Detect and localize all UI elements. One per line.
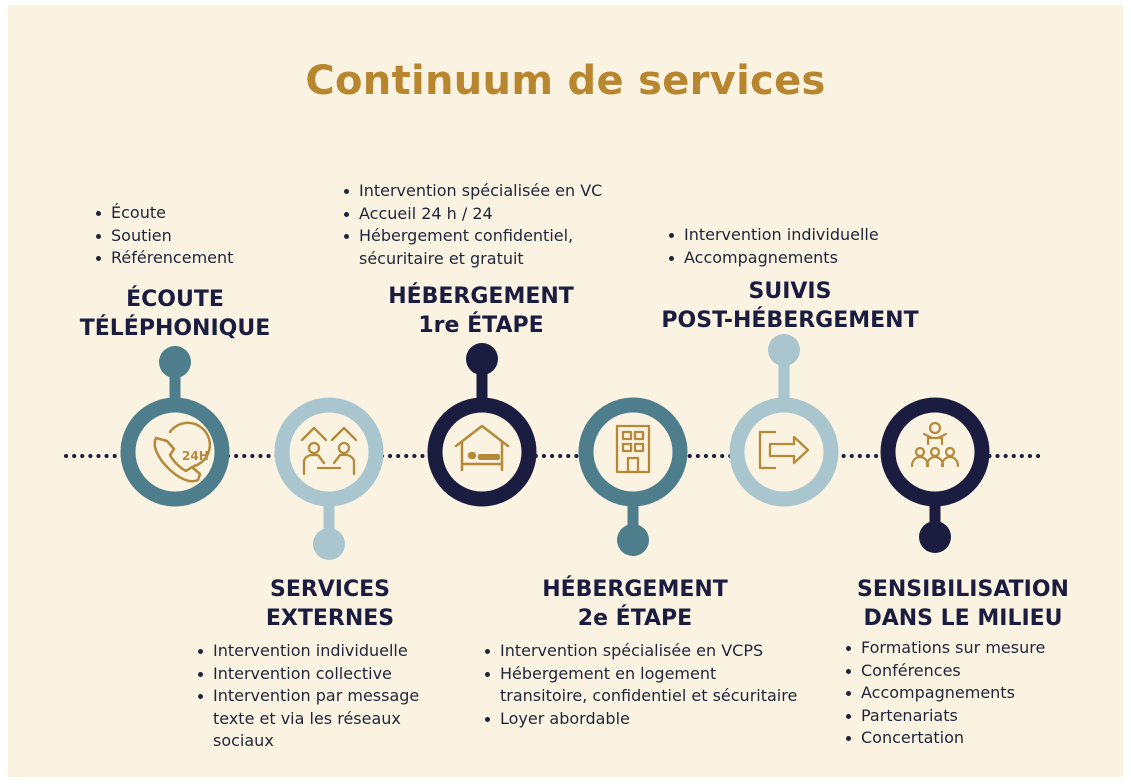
step-4-bullet: Loyer abordable bbox=[481, 708, 826, 731]
step-2-bullet: Intervention par message texte et via le… bbox=[194, 685, 464, 753]
step-4-bullet: Hébergement en logement transitoire, con… bbox=[481, 663, 800, 708]
step-6-bullet: Conférences bbox=[842, 660, 1112, 683]
step-6-title-line: DANS LE MILIEU bbox=[863, 606, 1063, 631]
step-3-bullet: Intervention spécialisée en VC bbox=[340, 180, 680, 203]
step-2-title: SERVICES EXTERNES bbox=[210, 575, 450, 633]
step-2-title-line: EXTERNES bbox=[265, 606, 395, 631]
apartment-building-icon bbox=[615, 424, 651, 474]
step-3-bullets: Intervention spécialisée en VC Accueil 2… bbox=[340, 180, 680, 270]
step-3-title-line: 1re ÉTAPE bbox=[418, 313, 544, 338]
audience-presentation-icon bbox=[910, 421, 960, 468]
background-panel bbox=[8, 5, 1123, 777]
exit-arrow-icon bbox=[758, 430, 810, 470]
step-6-bullets: Formations sur mesure Conférences Accomp… bbox=[842, 637, 1112, 750]
step-4-pin bbox=[578, 397, 688, 556]
step-4-title-line: HÉBERGEMENT bbox=[542, 577, 728, 602]
step-4-bullet: Intervention spécialisée en VCPS bbox=[481, 640, 826, 663]
step-6-bullet: Concertation bbox=[842, 727, 1112, 750]
step-6-title: SENSIBILISATION DANS LE MILIEU bbox=[823, 575, 1103, 633]
step-2-bullet: Intervention individuelle bbox=[194, 640, 464, 663]
step-3-title-line: HÉBERGEMENT bbox=[388, 284, 574, 309]
step-5-bullet: Intervention individuelle bbox=[665, 224, 955, 247]
step-2-bullet: Intervention collective bbox=[194, 663, 464, 686]
step-6-title-line: SENSIBILISATION bbox=[857, 577, 1069, 602]
step-5-pin bbox=[729, 334, 839, 507]
step-6-bullet: Accompagnements bbox=[842, 682, 1112, 705]
step-1-bullet: Écoute bbox=[92, 202, 233, 225]
phone-24h-icon: 24H bbox=[153, 421, 212, 483]
house-bed-icon bbox=[454, 424, 510, 472]
svg-text:24H: 24H bbox=[182, 449, 209, 463]
step-2-pin bbox=[274, 397, 384, 560]
step-2-bullets: Intervention individuelle Intervention c… bbox=[194, 640, 464, 753]
step-3-title: HÉBERGEMENT 1re ÉTAPE bbox=[356, 282, 606, 340]
support-people-icon bbox=[300, 426, 358, 476]
step-5-bullets: Intervention individuelle Accompagnement… bbox=[665, 224, 955, 269]
step-3-pin bbox=[427, 343, 537, 507]
step-1-bullet: Soutien bbox=[92, 225, 233, 248]
step-5-title: SUIVIS POST-HÉBERGEMENT bbox=[640, 277, 940, 335]
step-1-title-line: ÉCOUTE bbox=[126, 287, 224, 312]
step-5-title-line: POST-HÉBERGEMENT bbox=[661, 308, 919, 333]
page-title: Continuum de services bbox=[305, 58, 826, 104]
step-1-bullet: Référencement bbox=[92, 247, 233, 270]
step-3-bullet: Hébergement confidentiel, sécuritaire et… bbox=[340, 225, 629, 270]
step-1-title: ÉCOUTE TÉLÉPHONIQUE bbox=[55, 285, 295, 343]
step-1-bullets: Écoute Soutien Référencement bbox=[92, 202, 233, 270]
step-4-title-line: 2e ÉTAPE bbox=[577, 606, 693, 631]
step-5-bullet: Accompagnements bbox=[665, 247, 955, 270]
step-4-bullets: Intervention spécialisée en VCPS Héberge… bbox=[481, 640, 826, 730]
step-5-title-line: SUIVIS bbox=[748, 279, 832, 304]
step-1-pin bbox=[120, 346, 230, 507]
step-6-pin bbox=[880, 397, 990, 553]
step-6-bullet: Formations sur mesure bbox=[842, 637, 1112, 660]
step-4-title: HÉBERGEMENT 2e ÉTAPE bbox=[500, 575, 770, 633]
step-2-title-line: SERVICES bbox=[269, 577, 391, 602]
step-6-bullet: Partenariats bbox=[842, 705, 1112, 728]
step-1-title-line: TÉLÉPHONIQUE bbox=[79, 316, 271, 341]
step-3-bullet: Accueil 24 h / 24 bbox=[340, 203, 680, 226]
